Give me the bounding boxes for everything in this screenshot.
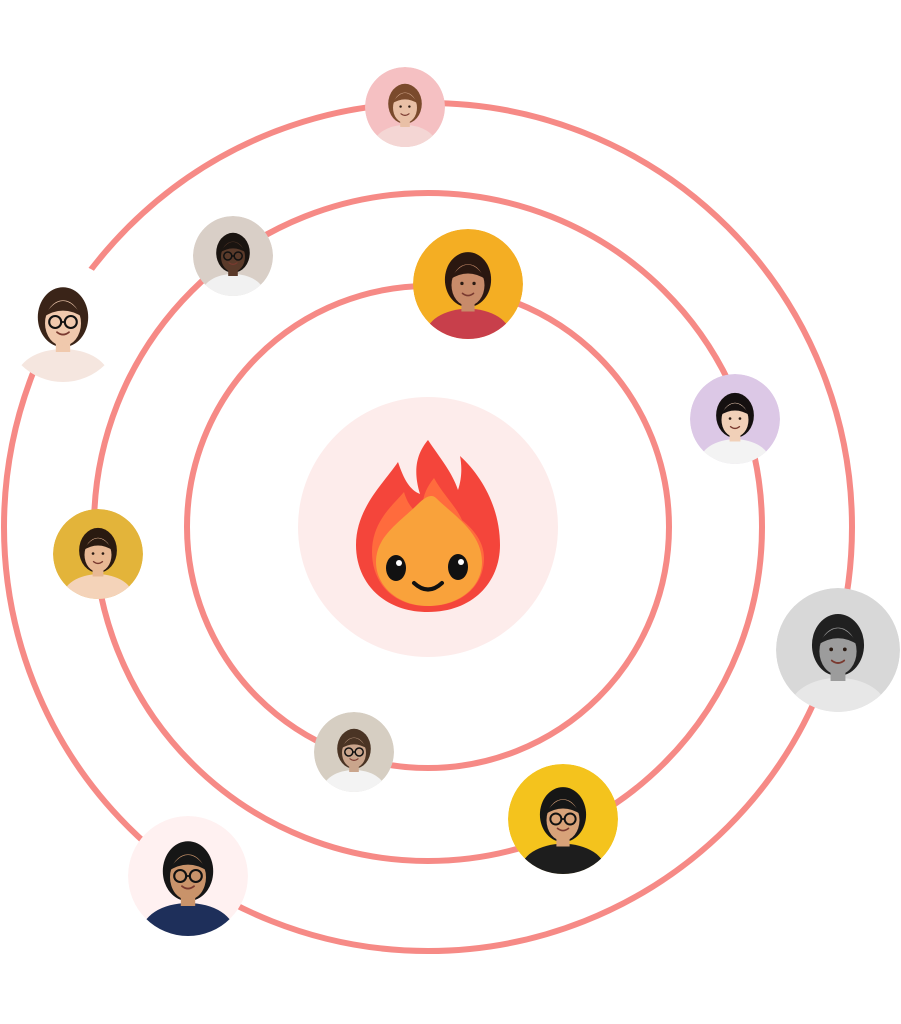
avatar-man-glasses-top-left — [193, 216, 273, 296]
avatar-woman-curly-yellow — [413, 229, 523, 339]
mascot-eye-right — [448, 554, 468, 580]
avatar-man-bottom-center — [314, 712, 394, 792]
avatar-man-glasses-bottom-left — [128, 816, 248, 936]
avatar-woman-braids-purple — [690, 374, 780, 464]
avatar-woman-bun-yellow — [53, 509, 143, 599]
center-badge — [298, 397, 558, 657]
mascot-smile — [412, 581, 444, 592]
mascot-eye-left — [386, 555, 406, 581]
fire-mascot-icon — [356, 440, 500, 612]
avatar-man-bw-right — [776, 588, 900, 712]
avatar-woman-pink-top — [365, 67, 445, 147]
avatar-man-glasses-yellow — [508, 764, 618, 874]
avatar-group — [3, 67, 900, 936]
avatar-woman-glasses-left — [3, 262, 123, 382]
